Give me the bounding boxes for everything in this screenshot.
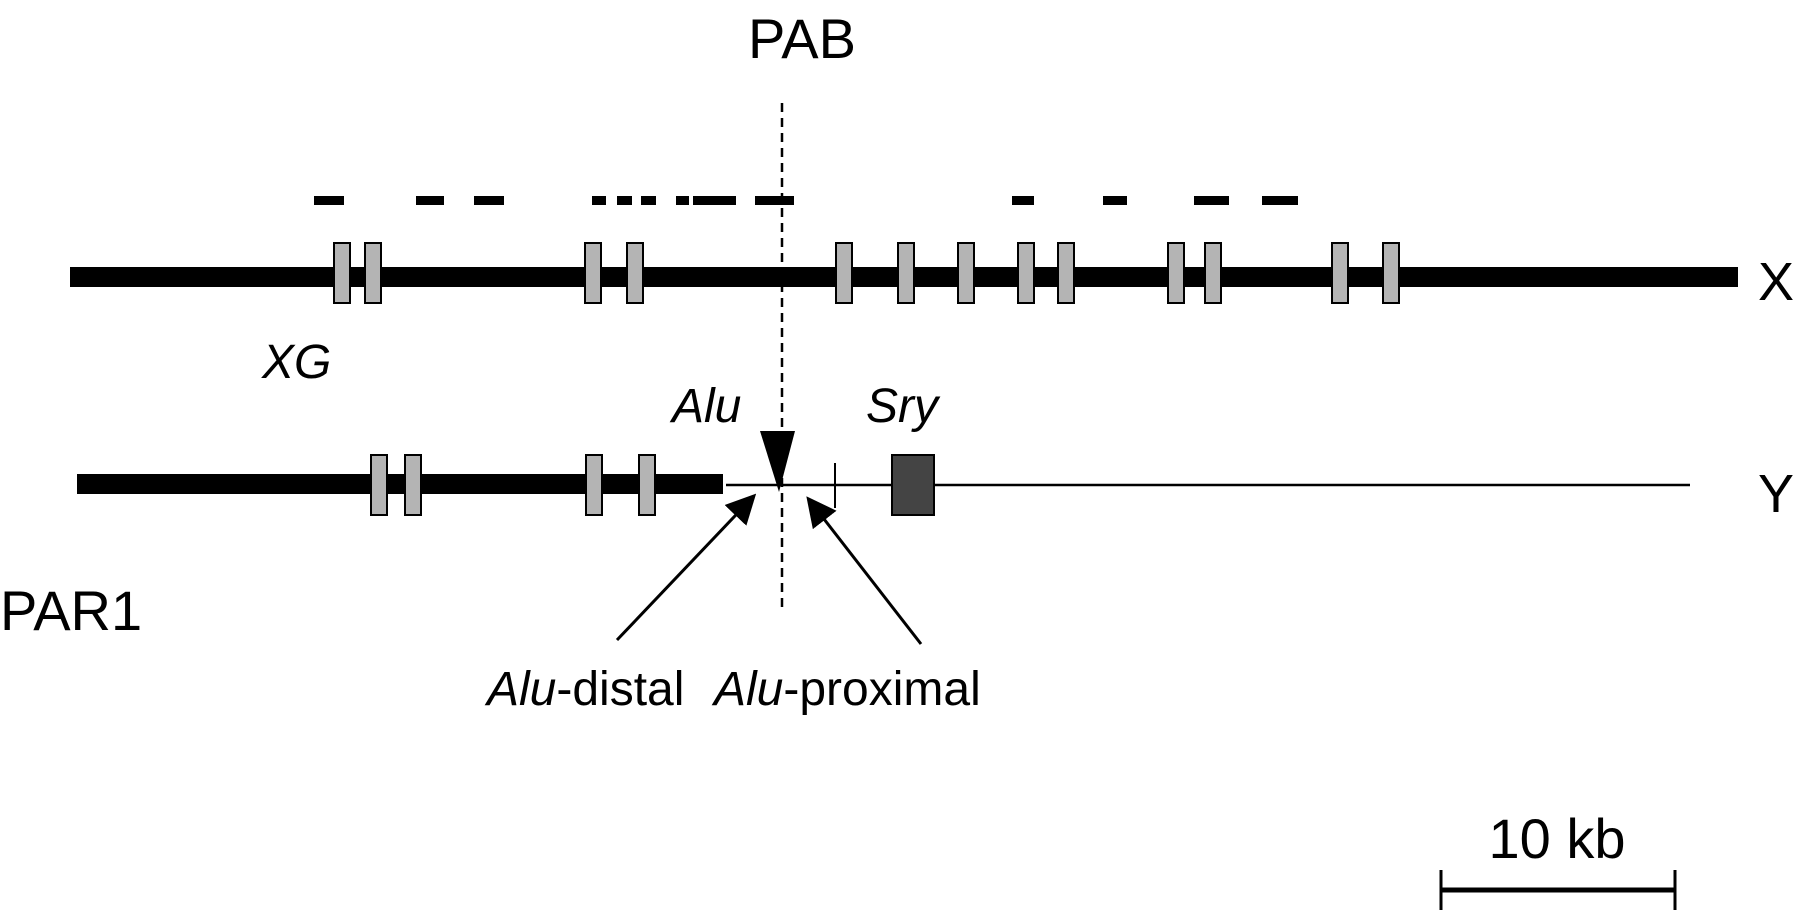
x-exon (626, 242, 644, 304)
xg-label: XG (261, 336, 331, 389)
fragment-segment (1262, 196, 1298, 205)
x-exon (957, 242, 975, 304)
fragment-segment (592, 196, 606, 205)
x-exon (1331, 242, 1349, 304)
fragment-segment (617, 196, 632, 205)
fragment-track (314, 196, 1298, 205)
y-exon (370, 454, 388, 516)
x-exon (1204, 242, 1222, 304)
x-exon (1167, 242, 1185, 304)
x-exon (584, 242, 602, 304)
par1-label: PAR1 (0, 579, 142, 642)
chromosome-y-par-bar (77, 474, 723, 494)
sry-label: Sry (866, 380, 941, 433)
pab-label: PAB (748, 7, 856, 70)
alu-proximal-arrow (806, 496, 923, 645)
fragment-segment (1194, 196, 1229, 205)
x-exon (1017, 242, 1035, 304)
alu-distal-arrow (615, 493, 757, 642)
alu-distal-label: Alu-distal (484, 663, 684, 716)
x-exon (364, 242, 382, 304)
y-exons (370, 454, 656, 516)
sry-box (891, 454, 935, 516)
fragment-segment (693, 196, 736, 205)
x-exon (835, 242, 853, 304)
alu-proximal-label: Alu-proximal (711, 663, 981, 716)
alu-insertion-triangle (760, 431, 795, 492)
x-exon (897, 242, 915, 304)
fragment-segment (474, 196, 504, 205)
x-label: X (1758, 252, 1794, 312)
x-exon (1057, 242, 1075, 304)
y-exon (638, 454, 656, 516)
fragment-segment (755, 196, 794, 205)
x-exon (1382, 242, 1400, 304)
x-exons (333, 242, 1400, 304)
fragment-segment (314, 196, 344, 205)
y-exon (404, 454, 422, 516)
scale-label: 10 kb (1489, 807, 1626, 870)
fragment-segment (1103, 196, 1127, 205)
fragment-segment (641, 196, 656, 205)
y-label: Y (1758, 464, 1794, 524)
fragment-segment (1012, 196, 1034, 205)
fragment-segment (416, 196, 444, 205)
x-exon (333, 242, 351, 304)
y-exon (585, 454, 603, 516)
fragment-segment (676, 196, 689, 205)
alu-label: Alu (669, 380, 741, 433)
